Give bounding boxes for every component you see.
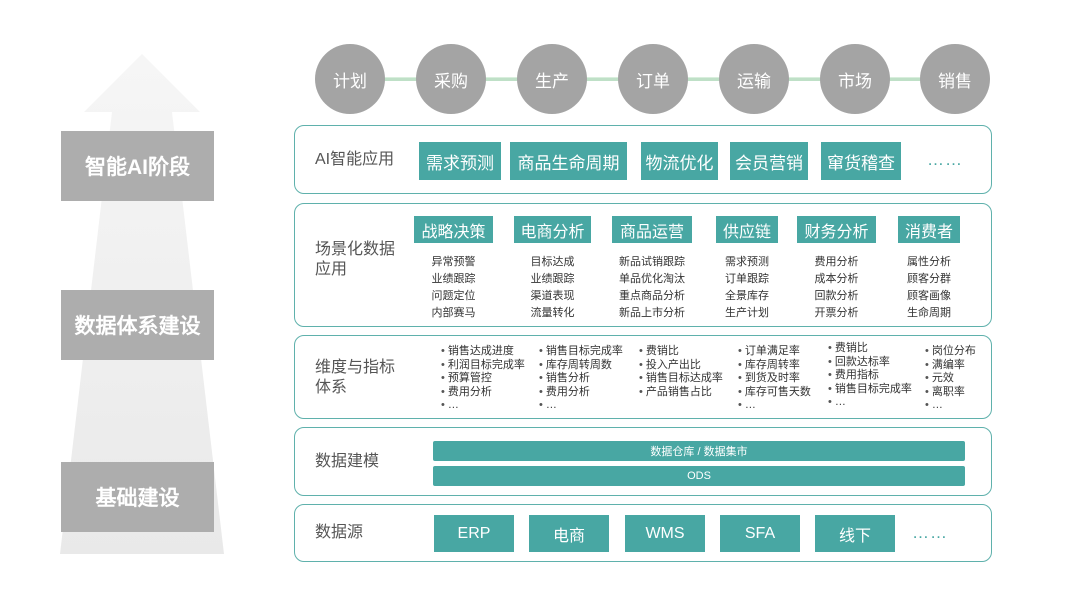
scene-header-strategy: 战略决策: [414, 216, 493, 243]
layer-title: 数据建模: [315, 453, 380, 470]
dimension-metrics-layer: 维度与指标 体系 销售达成进度利润目标完成率预算管控费用分析… 销售目标完成率库…: [294, 335, 992, 419]
scenario-application-layer: 场景化数据 应用 战略决策 异常预警业绩跟踪问题定位内部赛马 电商分析 目标达成…: [294, 203, 992, 327]
metric-column-3: 费销比投入产出比销售目标达成率产品销售占比: [639, 345, 723, 399]
scene-items-supply-chain: 需求预测订单跟踪全景库存生产计划: [725, 256, 769, 319]
scene-items-consumer: 属性分析顾客分群顾客画像生命周期: [907, 256, 951, 319]
ellipsis: ……: [927, 150, 963, 169]
layer-title: AI智能应用: [315, 151, 395, 168]
scene-items-strategy: 异常预警业绩跟踪问题定位内部赛马: [431, 256, 476, 319]
flow-circle-plan: 计划: [315, 44, 385, 114]
flow-circle-transport: 运输: [719, 44, 789, 114]
layer-title: 场景化数据 应用: [315, 241, 396, 278]
flow-circle-sales: 销售: [920, 44, 990, 114]
ai-box-cross-selling-audit: 窜货稽查: [821, 142, 901, 180]
data-modeling-layer: 数据建模 数据仓库 / 数据集市 ODS: [294, 427, 992, 496]
ai-box-demand-forecast: 需求预测: [419, 142, 501, 180]
metric-column-5: 费销比回款达标率费用指标销售目标完成率…: [828, 342, 912, 410]
ai-application-layer: AI智能应用 需求预测 商品生命周期 物流优化 会员营销 窜货稽查 ……: [294, 125, 992, 194]
source-box-sfa: SFA: [720, 515, 800, 552]
source-box-wms: WMS: [625, 515, 705, 552]
metric-column-2: 销售目标完成率库存周转周数销售分析费用分析…: [539, 345, 623, 413]
metric-column-1: 销售达成进度利润目标完成率预算管控费用分析…: [441, 345, 525, 413]
source-box-erp: ERP: [434, 515, 514, 552]
source-box-offline: 线下: [815, 515, 895, 552]
ai-box-logistics: 物流优化: [641, 142, 718, 180]
flow-circle-purchase: 采购: [416, 44, 486, 114]
scene-items-ecommerce: 目标达成业绩跟踪渠道表现流量转化: [530, 256, 575, 319]
ai-box-member-marketing: 会员营销: [730, 142, 808, 180]
scene-header-product-ops: 商品运营: [612, 216, 692, 243]
flow-circle-production: 生产: [517, 44, 587, 114]
scene-items-finance: 费用分析成本分析回款分析开票分析: [814, 256, 859, 319]
layer-title: 维度与指标 体系: [315, 359, 396, 396]
metric-column-4: 订单满足率库存周转率到货及时率库存可售天数…: [738, 345, 811, 413]
scene-header-ecommerce: 电商分析: [514, 216, 591, 243]
stage-label-data-system: 数据体系建设: [61, 290, 214, 360]
scene-header-finance: 财务分析: [797, 216, 876, 243]
ellipsis: ……: [912, 523, 948, 542]
layer-title: 数据源: [315, 524, 364, 541]
scene-header-supply-chain: 供应链: [716, 216, 778, 243]
source-box-ecommerce: 电商: [529, 515, 609, 552]
flow-circle-order: 订单: [618, 44, 688, 114]
scene-header-consumer: 消费者: [898, 216, 960, 243]
data-source-layer: 数据源 ERP 电商 WMS SFA 线下 ……: [294, 504, 992, 562]
scene-items-product-ops: 新品试销跟踪单品优化淘汰重点商品分析新品上市分析: [619, 256, 685, 319]
bar-data-warehouse: 数据仓库 / 数据集市: [433, 441, 965, 461]
stage-label-infrastructure: 基础建设: [61, 462, 214, 532]
bar-ods: ODS: [433, 466, 965, 486]
metric-column-6: 岗位分布满编率元效离职率…: [925, 345, 976, 413]
stage-label-ai: 智能AI阶段: [61, 131, 214, 201]
flow-circle-market: 市场: [820, 44, 890, 114]
ai-box-product-lifecycle: 商品生命周期: [510, 142, 627, 180]
